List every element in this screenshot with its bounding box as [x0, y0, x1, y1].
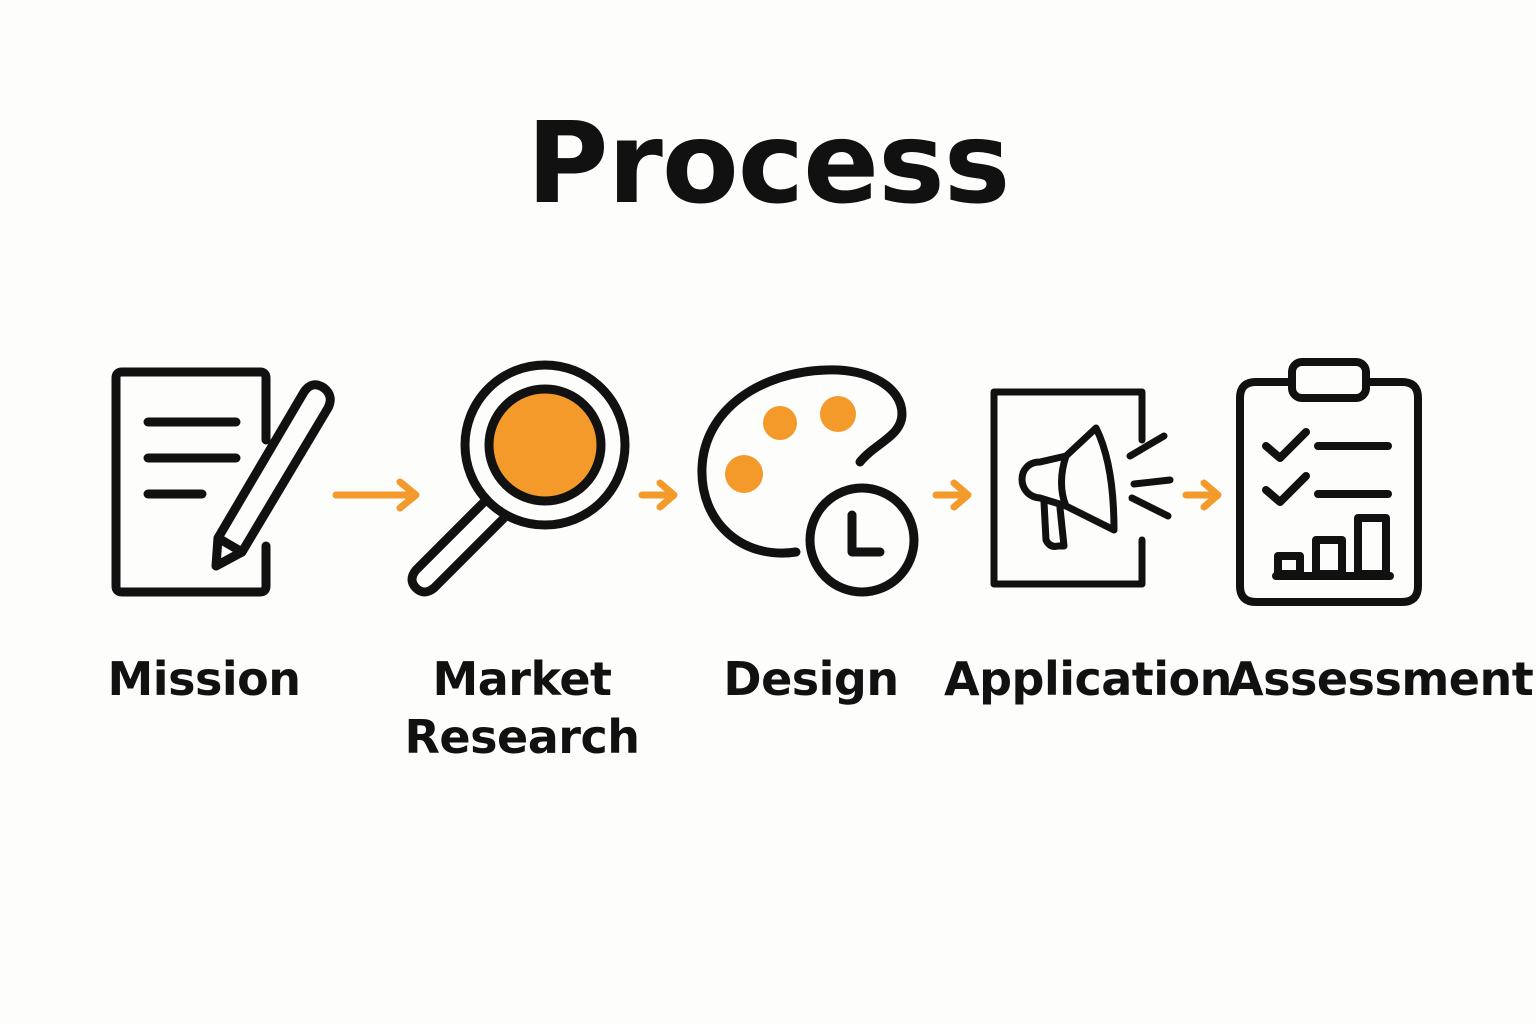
step-label-mission: Mission	[107, 652, 301, 706]
clipboard-chart-icon	[1236, 358, 1422, 606]
palette-clock-icon	[697, 365, 919, 597]
magnifying-glass-icon	[407, 360, 630, 597]
step-label-application: Application	[944, 652, 1232, 706]
megaphone-icon	[990, 388, 1174, 588]
arrow-right-icon	[638, 479, 678, 511]
arrow-right-icon	[932, 479, 972, 511]
arrow-right-icon	[1182, 479, 1222, 511]
arrow-right-icon	[332, 478, 420, 512]
step-label-market-research: Market Research	[404, 652, 640, 764]
diagram-title: Process	[526, 99, 1011, 229]
document-pencil-icon	[111, 367, 335, 597]
step-label-assessment: Assessment	[1228, 652, 1534, 706]
step-label-design: Design	[723, 652, 899, 706]
